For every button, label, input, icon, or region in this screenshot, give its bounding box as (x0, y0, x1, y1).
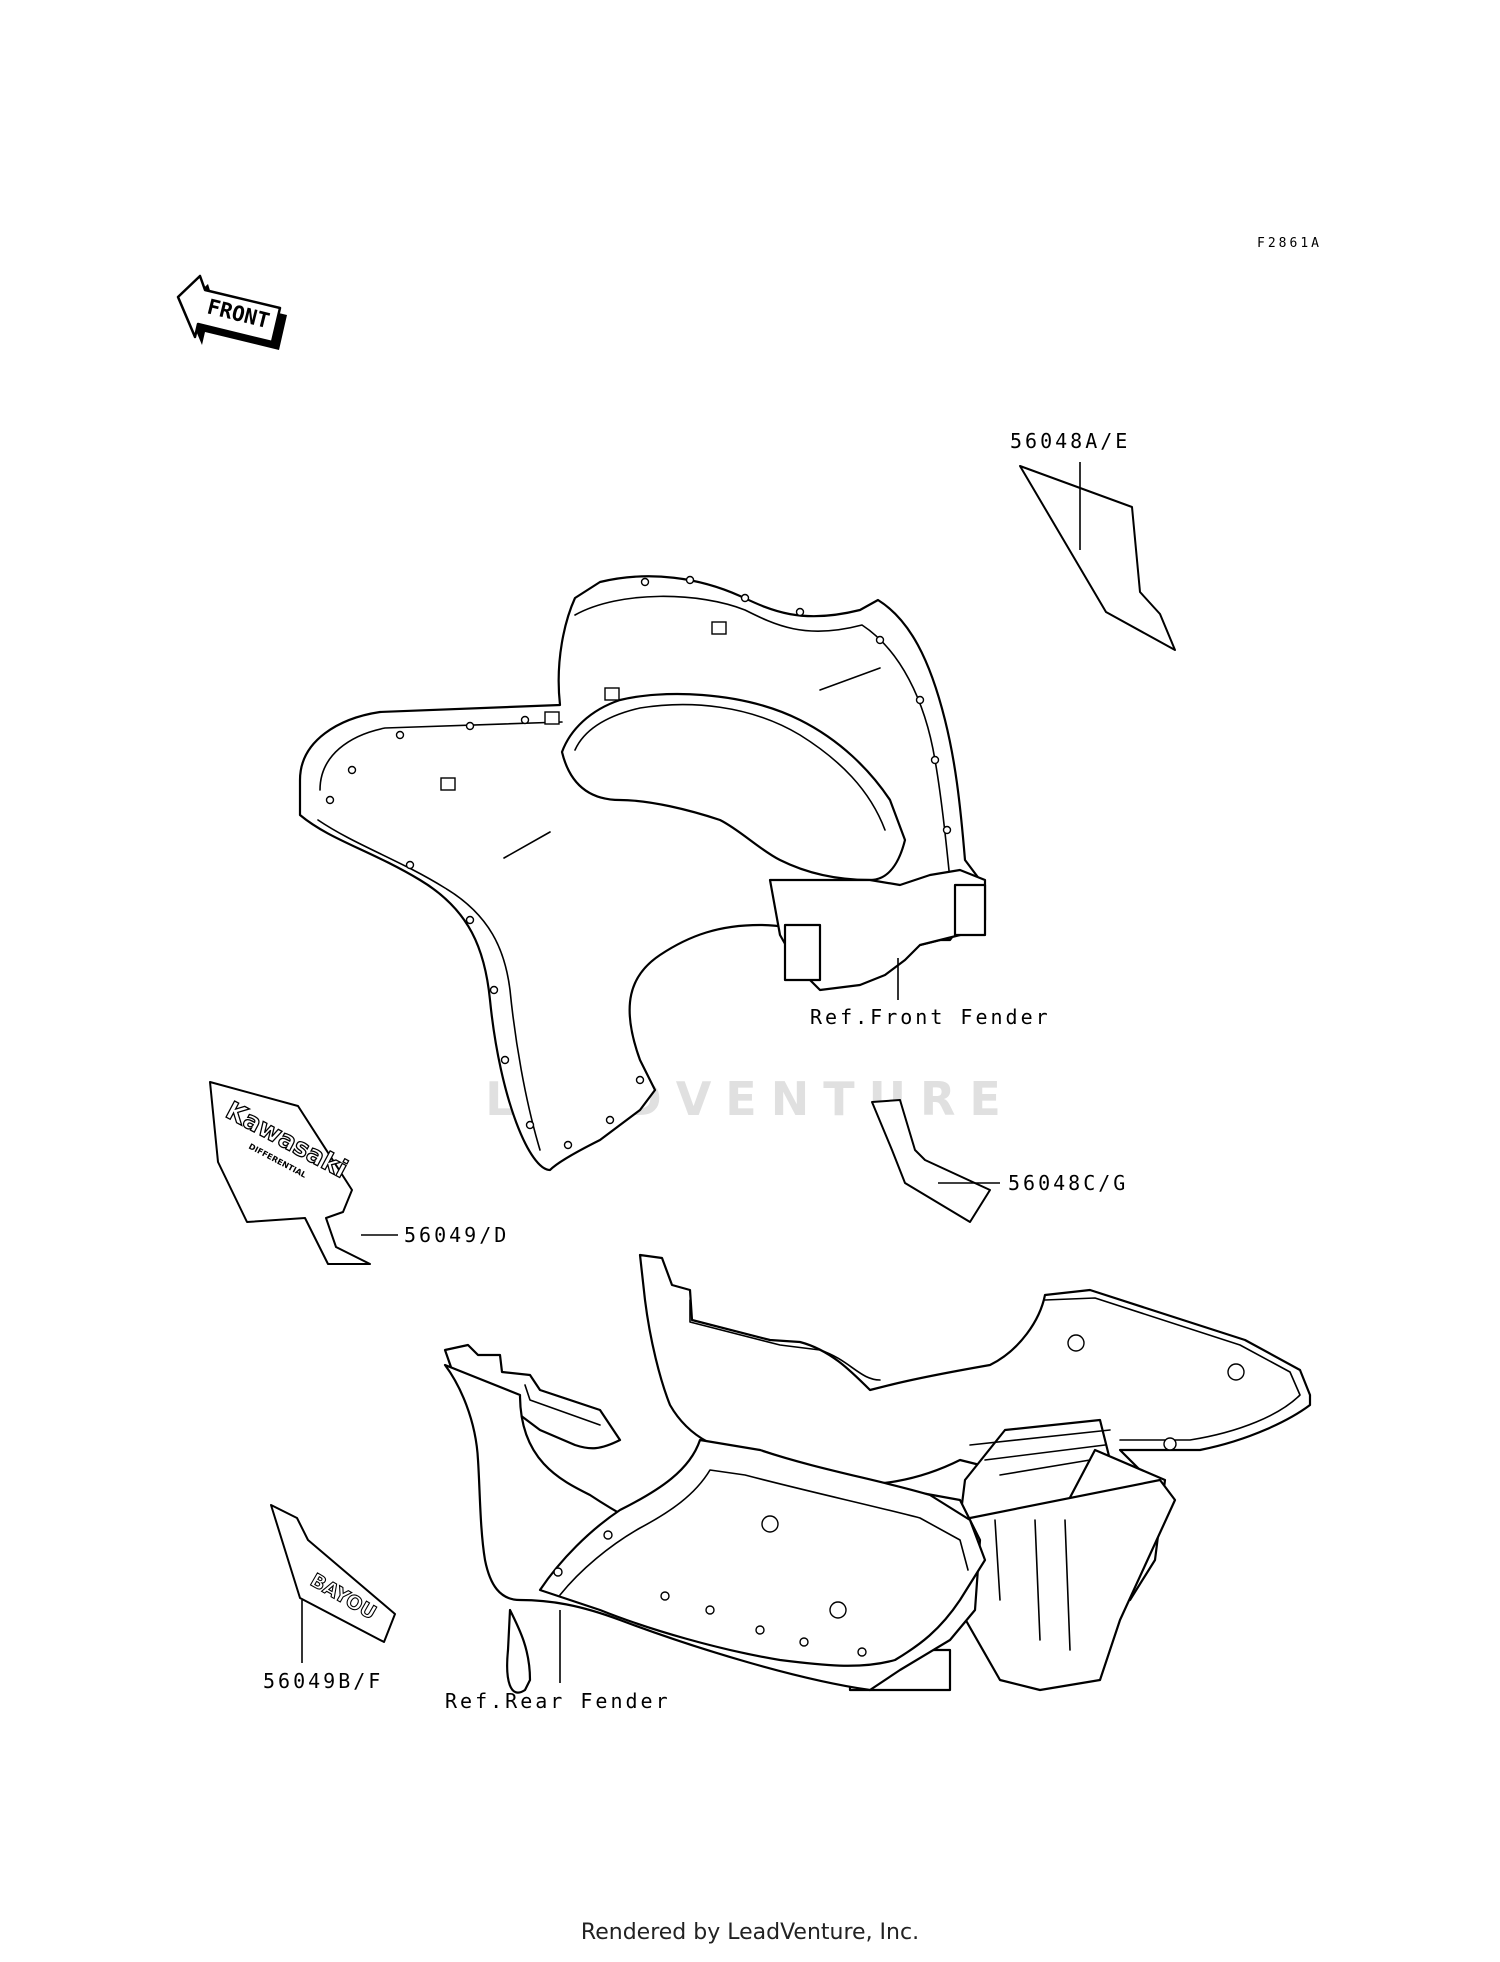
callout-56049bf: 56049B/F (263, 1669, 383, 1693)
footer-credit: Rendered by LeadVenture, Inc. (580, 1920, 920, 1945)
callout-56048ae: 56048A/E (1010, 429, 1130, 453)
front-arrow-icon: FRONT (176, 274, 287, 350)
callout-56048cg: 56048C/G (1008, 1171, 1128, 1195)
callout-rear-fender: Ref.Rear Fender (445, 1689, 671, 1713)
diagram-code: F2861A (1257, 236, 1322, 251)
callout-56049d: 56049/D (404, 1223, 509, 1247)
callout-front-fender: Ref.Front Fender (810, 1005, 1051, 1029)
decal-56048ae: 56048A/E (1010, 429, 1176, 651)
front-fender: Ref.Front Fender (298, 575, 1051, 1172)
decal-56048cg: 56048C/G (871, 1099, 1128, 1223)
rear-fender: Ref.Rear Fender (443, 1253, 1312, 1713)
decal-56049bf: BAYOU 56049B/F (263, 1504, 396, 1693)
decal-56049d: Kawasaki DIFFERENTIAL 56049/D (209, 1081, 509, 1265)
